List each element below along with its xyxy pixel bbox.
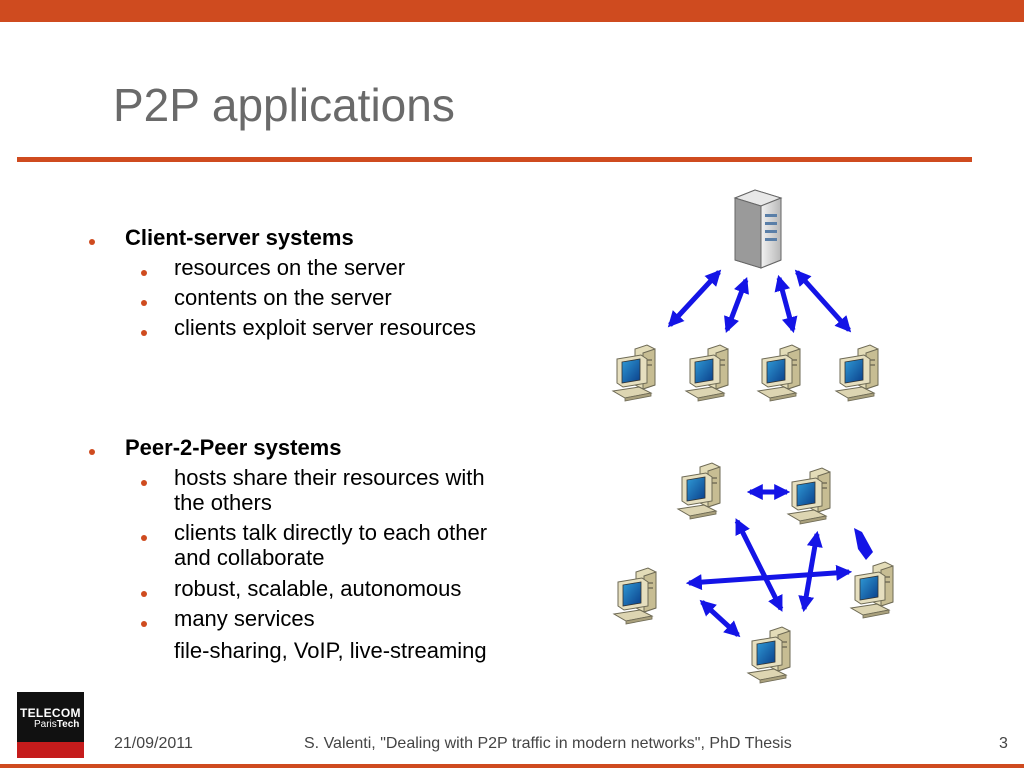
bottom-accent-bar [0,764,1024,768]
p2p-item: many services [174,606,315,631]
p2p-item: clients talk directly to each other [174,520,488,545]
slide-title: P2P applications [113,79,455,131]
bullet-dot [89,449,95,455]
client-server-item: resources on the server [174,255,406,280]
bullet-dot [141,300,147,306]
bidirectional-arrow [798,530,823,613]
logo-subtext: ParisTech [34,719,79,730]
desktop-computer-icon [835,344,879,402]
p2p-heading: Peer-2-Peer systems [125,435,342,460]
footer-date: 21/09/2011 [114,735,193,752]
bullet-dot [141,591,147,597]
client-server-heading: Client-server systems [125,225,354,250]
title-underline [17,157,972,162]
desktop-computer-icon [850,561,894,619]
client-server-item: contents on the server [174,285,392,310]
footer-citation: S. Valenti, "Dealing with P2P traffic in… [304,735,792,752]
p2p-item-continuation: the others [174,490,272,515]
bullet-dot [141,330,147,336]
bidirectional-arrow [794,269,852,333]
bullet-dot [141,480,147,486]
bullet-dot [141,621,147,627]
client-server-item: clients exploit server resources [174,315,477,340]
bullet-dot [141,535,147,541]
desktop-computer-icon [677,462,721,520]
logo-text: Tech [56,719,80,730]
telecom-paristech-logo: TELECOM ParisTech [17,692,84,758]
logo-red-band [17,742,84,758]
p2p-item: hosts share their resources with [174,465,485,490]
bidirectional-arrow [734,518,784,612]
bidirectional-arrow [699,599,741,638]
server-tower-icon [734,189,782,269]
desktop-computer-icon [757,344,801,402]
p2p-services-detail: file-sharing, VoIP, live-streaming [174,638,487,663]
bullet-dot [89,239,95,245]
top-accent-bar [0,0,1024,22]
bullet-dot [141,270,147,276]
bidirectional-arrow [724,277,749,333]
bidirectional-arrow [774,274,798,334]
arrow-fragment [854,528,873,560]
bidirectional-arrow [667,269,722,328]
desktop-computer-icon [685,344,729,402]
page-number: 3 [999,735,1008,752]
desktop-computer-icon [612,344,656,402]
desktop-computer-icon [613,567,657,625]
logo-text: TELECOM [20,706,81,720]
p2p-item-continuation: and collaborate [174,545,325,570]
p2p-item: robust, scalable, autonomous [174,576,462,601]
desktop-computer-icon [747,626,791,684]
desktop-computer-icon [787,467,831,525]
logo-text: Paris [34,719,57,730]
